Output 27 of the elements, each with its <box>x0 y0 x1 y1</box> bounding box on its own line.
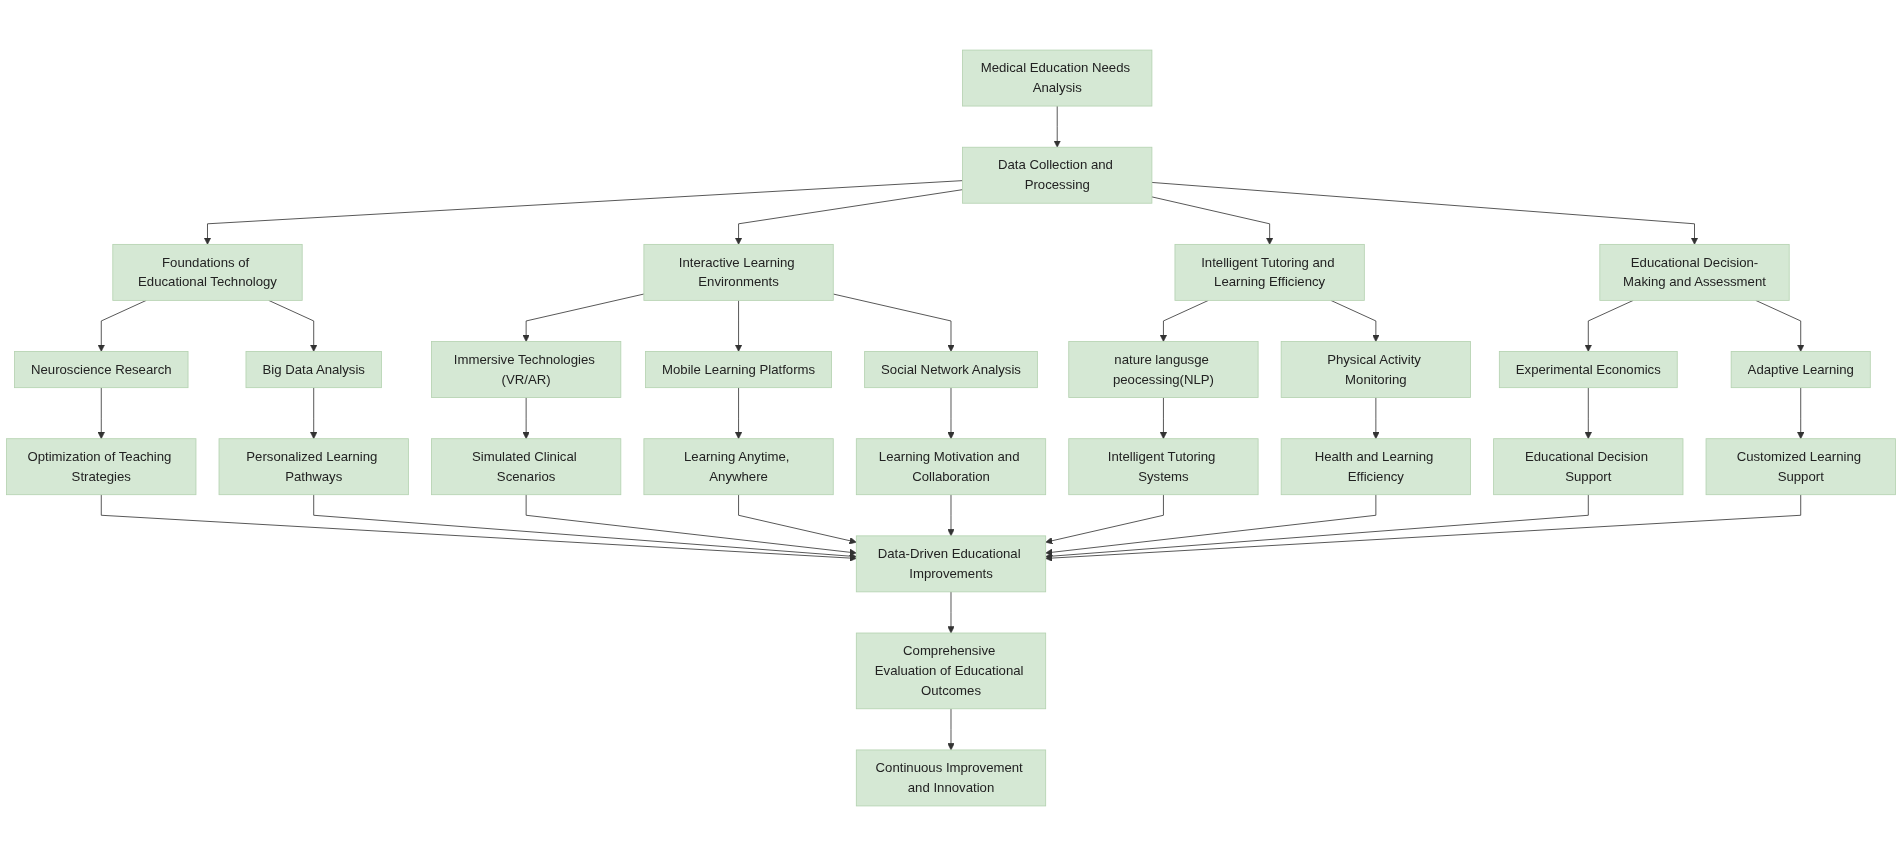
node-box: Continuous Improvement and Innovation <box>855 749 1047 807</box>
node-box: Intelligent Tutoring Systems <box>1068 438 1259 496</box>
node-box: Social Network Analysis <box>864 351 1038 389</box>
node-box: Neuroscience Research <box>14 351 189 389</box>
node-box: Data-Driven Educational Improvements <box>855 535 1047 593</box>
node-box: Medical Education Needs Analysis <box>962 49 1153 107</box>
node-box: Educational Decision-Making and Assessment <box>1599 244 1790 301</box>
node-box: Learning Motivation and Collaboration <box>855 438 1047 496</box>
node-box: Foundations of Educational Technology <box>112 244 303 301</box>
node-box: Personalized Learning Pathways <box>218 438 409 496</box>
node-box: Adaptive Learning <box>1730 351 1871 389</box>
node-box: Big Data Analysis <box>245 351 382 389</box>
node-box: Immersive Technologies (VR/AR) <box>431 341 622 398</box>
node-box: Educational Decision Support <box>1493 438 1684 496</box>
node-box: Learning Anytime, Anywhere <box>643 438 834 496</box>
node-box: Intelligent Tutoring and Learning Efficiency <box>1174 244 1365 301</box>
node-box: Health and Learning Efficiency <box>1280 438 1471 496</box>
node-box: Data Collection and Processing <box>962 146 1153 204</box>
node-box: Interactive Learning Environments <box>643 244 834 301</box>
node-box: Mobile Learning Platforms <box>645 351 832 389</box>
node-box: Optimization of Teaching Strategies <box>6 438 197 496</box>
node-box: Simulated Clinical Scenarios <box>431 438 622 496</box>
node-box: Physical Activity Monitoring <box>1280 341 1471 398</box>
node-box: Experimental Economics <box>1498 351 1678 389</box>
node-box: Comprehensive Evaluation of Educational Outcomes <box>855 632 1047 710</box>
node-box: nature langusge peocessing(NLP) <box>1068 341 1259 398</box>
node-box: Customized Learning Support <box>1705 438 1896 496</box>
